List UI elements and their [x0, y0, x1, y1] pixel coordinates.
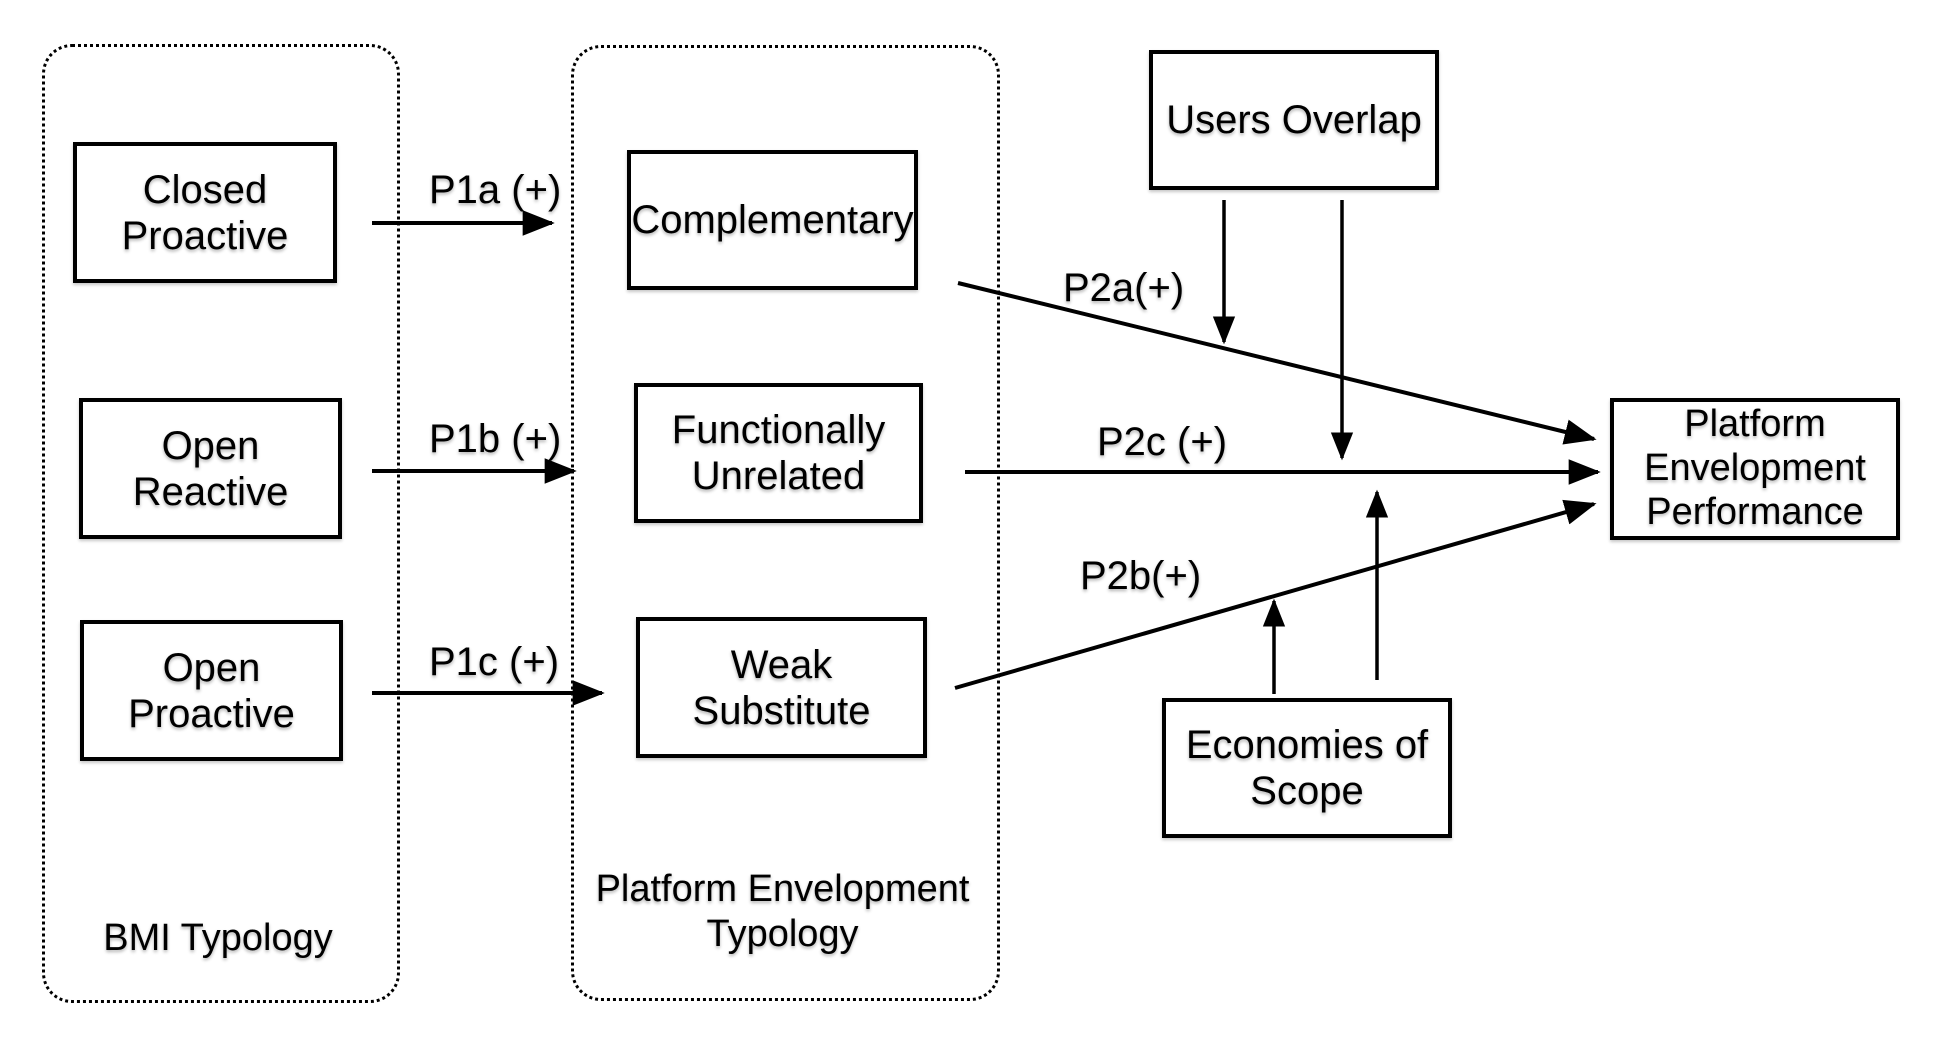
label-p1a: P1a (+) — [429, 168, 562, 212]
platform-envelopment-typology-group — [571, 45, 1000, 1001]
label-p2a: P2a(+) — [1063, 266, 1185, 310]
box-weak-substitute: Weak Substitute — [636, 617, 927, 758]
box-closed-proactive: Closed Proactive — [73, 142, 337, 283]
bmi-typology-group — [42, 44, 400, 1003]
box-complementary: Complementary — [627, 150, 918, 290]
arrow-p2a — [957, 281, 1597, 445]
label-p1c: P1c (+) — [429, 640, 560, 684]
label-p2b: P2b(+) — [1080, 554, 1202, 598]
box-open-proactive: Open Proactive — [80, 620, 343, 761]
box-platform-envelopment-performance: Platform Envelopment Performance — [1610, 398, 1900, 540]
box-functionally-unrelated: Functionally Unrelated — [634, 383, 923, 523]
box-economies-of-scope: Economies of Scope — [1162, 698, 1452, 838]
label-platform-envelopment-typology: Platform Envelopment Typology — [595, 868, 970, 955]
label-p2c: P2c (+) — [1097, 420, 1228, 464]
arrow-p2b — [954, 499, 1597, 690]
label-p1b: P1b (+) — [429, 417, 562, 461]
label-bmi-typology: BMI Typology — [103, 917, 333, 959]
box-users-overlap: Users Overlap — [1149, 50, 1439, 190]
box-open-reactive: Open Reactive — [79, 398, 342, 539]
